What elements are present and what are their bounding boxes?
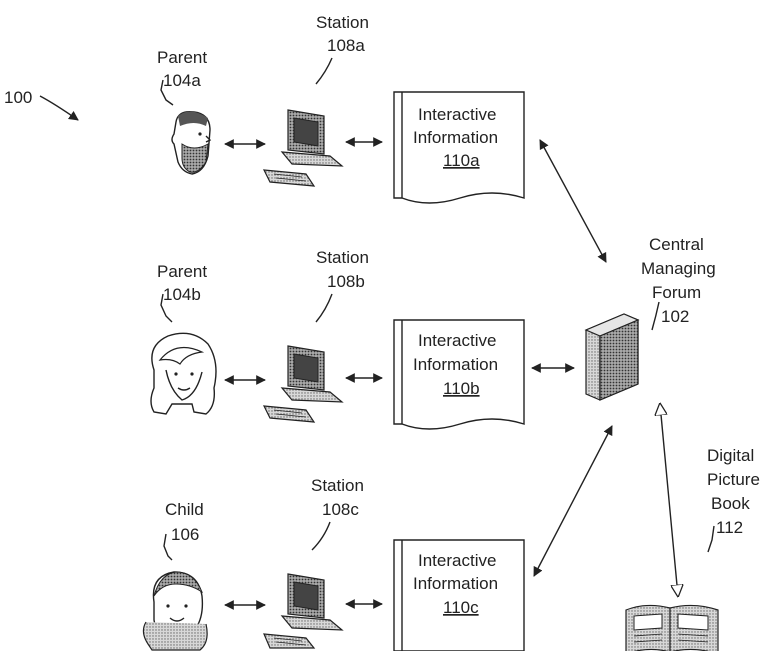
info-c-ref: 110c — [443, 598, 479, 617]
info-a-line2: Information — [413, 128, 498, 147]
forum-line2: Managing — [641, 259, 716, 278]
parent-b-leader — [160, 293, 173, 323]
info-c-line1: Interactive — [418, 551, 496, 570]
info-a-document: Interactive Information 110a — [393, 91, 525, 204]
info-b-document: Interactive Information 110b — [393, 319, 525, 430]
station-a-ref: 108a — [327, 36, 365, 55]
station-c-leader — [311, 521, 331, 551]
station-c-ref: 108c — [322, 500, 359, 519]
station-a-computer-icon — [262, 109, 344, 187]
child-ref: 106 — [171, 525, 199, 544]
forum-server-icon — [584, 313, 640, 401]
forum-line1: Central — [649, 235, 704, 254]
parent-b-role: Parent — [157, 262, 207, 281]
forum-ref: 102 — [661, 307, 689, 326]
info-c-document: Interactive Information 110c — [393, 539, 525, 651]
parent-a-role: Parent — [157, 48, 207, 67]
book-line3: Book — [711, 494, 750, 513]
parent-a-leader — [160, 79, 174, 106]
arrow-forum-book — [660, 404, 678, 596]
info-c-line2: Information — [413, 574, 498, 593]
book-leader — [707, 525, 715, 553]
info-b-ref: 110b — [443, 379, 480, 398]
parent-b-ref: 104b — [163, 285, 201, 304]
info-b-line2: Information — [413, 355, 498, 374]
book-icon — [625, 604, 719, 651]
info-a-ref: 110a — [443, 151, 480, 170]
child-role: Child — [165, 500, 204, 519]
forum-leader — [651, 301, 660, 331]
svg-text:100: 100 — [4, 88, 32, 107]
station-b-leader — [315, 293, 333, 323]
info-b-line1: Interactive — [418, 331, 496, 350]
station-b-computer-icon — [262, 345, 344, 423]
info-a-line1: Interactive — [418, 105, 496, 124]
parent-a-ref: 104a — [163, 71, 201, 90]
station-b-label: Station — [316, 248, 369, 267]
book-line2: Picture — [707, 470, 760, 489]
arrow-info-c-forum — [533, 425, 613, 577]
child-leader — [163, 533, 173, 561]
figure-ref-100: 100 — [4, 88, 79, 121]
parent-a-icon — [171, 111, 212, 175]
station-c-label: Station — [311, 476, 364, 495]
book-line1: Digital — [707, 446, 754, 465]
parent-b-icon — [150, 332, 217, 415]
forum-line3: Forum — [652, 283, 701, 302]
station-b-ref: 108b — [327, 272, 365, 291]
station-c-computer-icon — [263, 573, 344, 649]
book-ref: 112 — [716, 518, 743, 537]
child-icon — [142, 571, 208, 651]
arrow-info-a-forum — [539, 139, 607, 263]
station-a-leader — [315, 57, 333, 85]
station-a-label: Station — [316, 13, 369, 32]
